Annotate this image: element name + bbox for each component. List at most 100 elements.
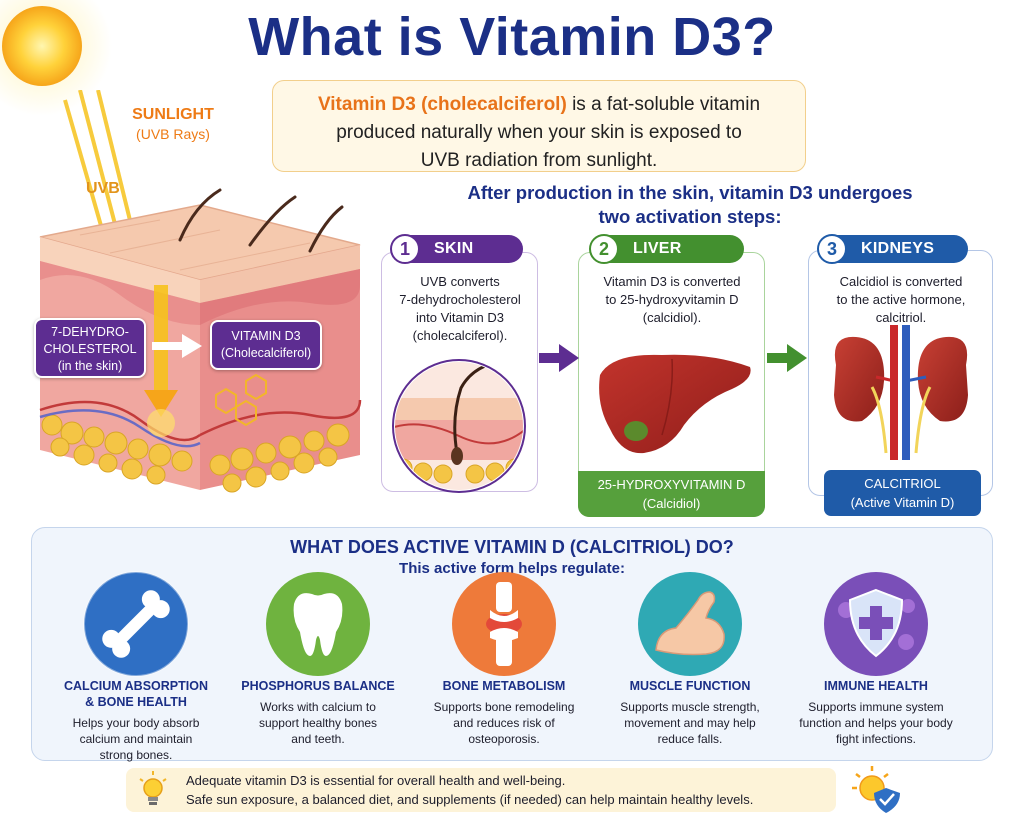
benefit-desc-line: and teeth. <box>291 732 345 746</box>
step-kidneys-description: Calcidiol is converted to the active hor… <box>813 273 989 327</box>
footer-line2: Safe sun exposure, a balanced diet, and … <box>186 792 754 807</box>
benefit-title: CALCIUM ABSORPTION & BONE HEALTH <box>46 678 226 710</box>
benefit-desc-line: function and helps your body <box>799 716 953 730</box>
step-text-line: 7-dehydrocholesterol <box>399 292 521 307</box>
result-line1: CALCITRIOL <box>864 476 941 491</box>
step-text-line: to 25-hydroxyvitamin D <box>605 292 739 307</box>
step-pill-skin: 1 SKIN <box>390 234 523 264</box>
benefit-desc-line: and reduces risk of <box>453 716 555 730</box>
product-line1: VITAMIN D3 <box>231 329 301 343</box>
benefit-desc-line: calcium and maintain <box>79 732 193 746</box>
benefit-description: Supports bone remodeling and reduces ris… <box>414 699 594 747</box>
kidneys-icon <box>834 325 968 460</box>
benefit-calcium-bone: CALCIUM ABSORPTION & BONE HEALTH Helps y… <box>46 570 226 762</box>
lightbulb-icon <box>139 771 167 805</box>
conversion-arrow-icon <box>152 334 202 358</box>
benefit-title: MUSCLE FUNCTION <box>600 678 780 694</box>
product-label-box: VITAMIN D3 (Cholecalciferol) <box>210 320 322 370</box>
step-pill-liver: 2 LIVER <box>589 234 744 264</box>
flow-arrow-right-icon <box>767 344 807 372</box>
step-skin-description: UVB converts 7-dehydrocholesterol into V… <box>386 273 534 345</box>
uvb-label: UVB <box>86 180 120 197</box>
precursor-line1: 7-DEHYDRO- <box>51 325 129 339</box>
result-line1: 25-HYDROXYVITAMIN D <box>597 477 746 492</box>
tooth-icon <box>266 572 370 676</box>
benefit-title-line: MUSCLE FUNCTION <box>629 679 751 693</box>
step-name: SKIN <box>434 240 474 257</box>
result-line2: (Calcidiol) <box>642 496 701 511</box>
result-calcidiol-badge: 25-HYDROXYVITAMIN D (Calcidiol) <box>578 471 765 517</box>
benefit-desc-line: Works with calcium to <box>260 700 376 714</box>
sunlight-label: SUNLIGHT <box>132 106 214 123</box>
benefit-desc-line: reduce falls. <box>657 732 723 746</box>
steps-heading-line2: two activation steps: <box>598 206 782 227</box>
skin-closeup-icon <box>392 359 526 493</box>
benefit-title-line: PHOSPHORUS BALANCE <box>241 679 395 693</box>
benefit-title-line: IMMUNE HEALTH <box>824 679 928 693</box>
knee-joint-icon <box>452 572 556 676</box>
benefits-title: WHAT DOES ACTIVE VITAMIN D (CALCITRIOL) … <box>290 537 734 557</box>
sun-icon <box>0 0 112 116</box>
intro-line3: UVB radiation from sunlight. <box>420 150 658 171</box>
bone-icon <box>83 571 189 677</box>
steps-heading-line1: After production in the skin, vitamin D3… <box>467 182 913 203</box>
step-number: 1 <box>390 234 420 264</box>
step-text-line: Calcidiol is converted <box>839 274 963 289</box>
benefit-muscle: MUSCLE FUNCTION Supports muscle strength… <box>600 570 780 755</box>
benefit-phosphorus: PHOSPHORUS BALANCE Works with calcium to… <box>228 570 408 755</box>
step-text-line: into Vitamin D3 <box>416 310 504 325</box>
step-name: LIVER <box>633 240 682 257</box>
benefit-description: Supports immune system function and help… <box>786 699 966 747</box>
benefit-title-line: & BONE HEALTH <box>85 695 187 709</box>
benefit-desc-line: Supports immune system <box>808 700 944 714</box>
step-number: 3 <box>817 234 847 264</box>
benefit-description: Works with calcium to support healthy bo… <box>228 699 408 747</box>
step-text-line: to the active hormone, <box>836 292 966 307</box>
step-text-line: (cholecalciferol). <box>412 328 508 343</box>
intro-line2: produced naturally when your skin is exp… <box>336 122 742 143</box>
benefit-immune: IMMUNE HEALTH Supports immune system fun… <box>786 570 966 755</box>
intro-line1-rest: is a fat-soluble vitamin <box>566 94 761 115</box>
liver-icon <box>599 354 751 454</box>
step-text-line: UVB converts <box>420 274 500 289</box>
footer-line1: Adequate vitamin D3 is essential for ove… <box>186 773 566 788</box>
benefit-title: PHOSPHORUS BALANCE <box>228 678 408 694</box>
benefit-desc-line: support healthy bones <box>258 716 378 730</box>
flexed-arm-icon <box>638 572 742 676</box>
benefit-desc-line: Supports bone remodeling <box>433 700 575 714</box>
benefit-title-line: CALCIUM ABSORPTION <box>64 679 208 693</box>
product-line2: (Cholecalciferol) <box>220 346 312 360</box>
benefit-desc-line: strong bones. <box>99 748 173 762</box>
page-title: What is Vitamin D3? <box>248 7 776 67</box>
precursor-line3: (in the skin) <box>57 359 123 373</box>
benefit-title: IMMUNE HEALTH <box>786 678 966 694</box>
benefit-title: BONE METABOLISM <box>414 678 594 694</box>
benefit-desc-line: movement and may help <box>624 716 756 730</box>
benefit-desc-line: Helps your body absorb <box>72 716 200 730</box>
flow-arrow-right-icon <box>539 344 579 372</box>
intro-box: Vitamin D3 (cholecalciferol) is a fat-so… <box>272 80 806 172</box>
result-line2: (Active Vitamin D) <box>850 495 955 510</box>
step-name: KIDNEYS <box>861 240 935 257</box>
steps-heading: After production in the skin, vitamin D3… <box>400 181 980 229</box>
footer-note <box>126 768 836 812</box>
step-pill-kidneys: 3 KIDNEYS <box>817 234 968 264</box>
precursor-line2: CHOLESTEROL <box>43 342 137 356</box>
step-liver-description: Vitamin D3 is converted to 25-hydroxyvit… <box>583 273 761 327</box>
step-number: 2 <box>589 234 619 264</box>
benefit-description: Helps your body absorb calcium and maint… <box>46 715 226 763</box>
shield-cross-icon <box>824 572 928 676</box>
step-text-line: Vitamin D3 is converted <box>603 274 741 289</box>
result-calcitriol-badge: CALCITRIOL (Active Vitamin D) <box>824 470 981 516</box>
benefit-description: Supports muscle strength, movement and m… <box>600 699 780 747</box>
benefits-subtitle: This active form helps regulate: <box>399 560 625 577</box>
sun-shield-icon <box>852 766 900 813</box>
step-text-line: (calcidiol). <box>642 310 702 325</box>
precursor-label-box: 7-DEHYDRO- CHOLESTEROL (in the skin) <box>34 318 146 378</box>
intro-highlight: Vitamin D3 (cholecalciferol) <box>317 94 567 115</box>
benefit-desc-line: Supports muscle strength, <box>620 700 760 714</box>
benefit-title-line: BONE METABOLISM <box>442 679 566 693</box>
benefit-desc-line: fight infections. <box>835 732 917 746</box>
step-text-line: calcitriol. <box>875 310 927 325</box>
benefit-desc-line: osteoporosis. <box>468 732 540 746</box>
